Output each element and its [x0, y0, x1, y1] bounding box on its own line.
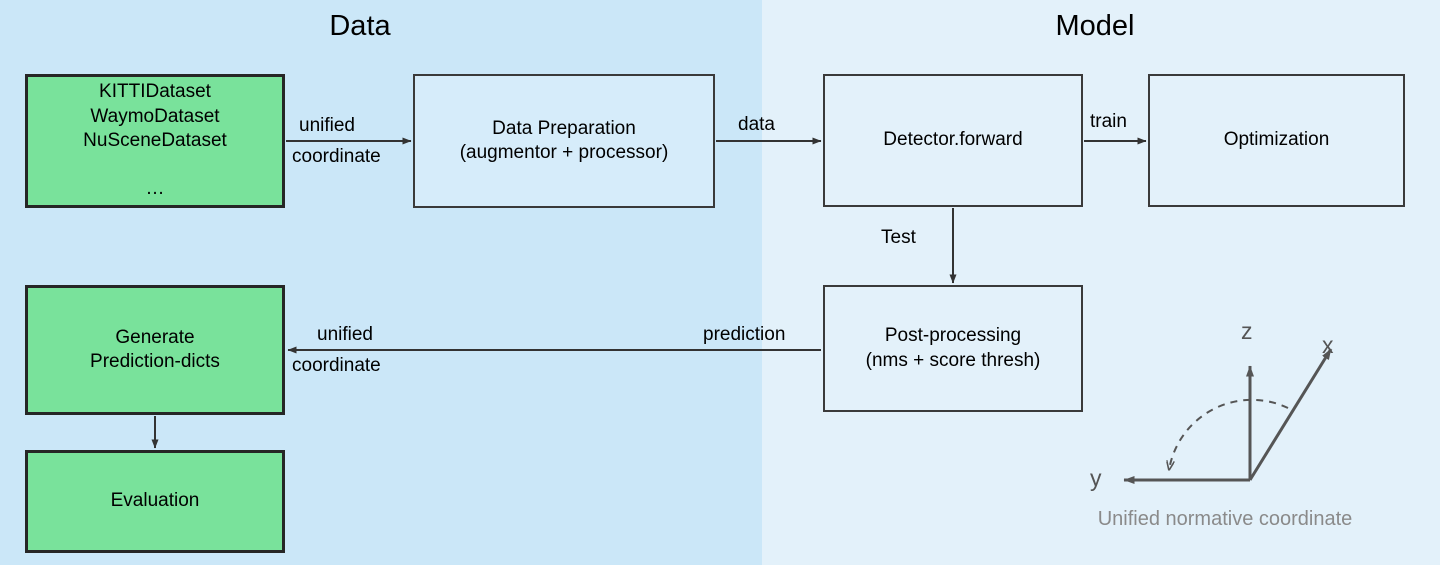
edge-label-test: Test: [881, 227, 916, 248]
node-post-processing[interactable]: Post-processing (nms + score thresh): [823, 285, 1083, 412]
node-optimization[interactable]: Optimization: [1148, 74, 1405, 207]
coordinate-axis-z-label: z: [1241, 318, 1253, 344]
edge-label-data: data: [738, 114, 775, 135]
node-detector-forward[interactable]: Detector.forward: [823, 74, 1083, 207]
node-datasets[interactable]: KITTIDataset WaymoDataset NuSceneDataset…: [25, 74, 285, 208]
coordinate-axis-y-label: y: [1090, 465, 1102, 491]
edge-label-prediction: prediction: [703, 324, 786, 345]
node-data-preparation[interactable]: Data Preparation (augmentor + processor): [413, 74, 715, 208]
node-evaluation[interactable]: Evaluation: [25, 450, 285, 553]
coordinate-axis-x-label: x: [1322, 332, 1334, 358]
edge-label-unified-bottom: unified: [317, 324, 373, 345]
edge-label-unified-top: unified: [299, 115, 355, 136]
edge-label-coordinate-bottom: coordinate: [292, 355, 381, 376]
coordinate-frame-caption: Unified normative coordinate: [1097, 508, 1353, 530]
data-section-title: Data: [329, 10, 391, 42]
model-section-title: Model: [1055, 10, 1135, 42]
edge-label-train: train: [1090, 111, 1127, 132]
edge-label-coordinate-top: coordinate: [292, 146, 381, 167]
node-generate-prediction-dicts[interactable]: Generate Prediction-dicts: [25, 285, 285, 415]
